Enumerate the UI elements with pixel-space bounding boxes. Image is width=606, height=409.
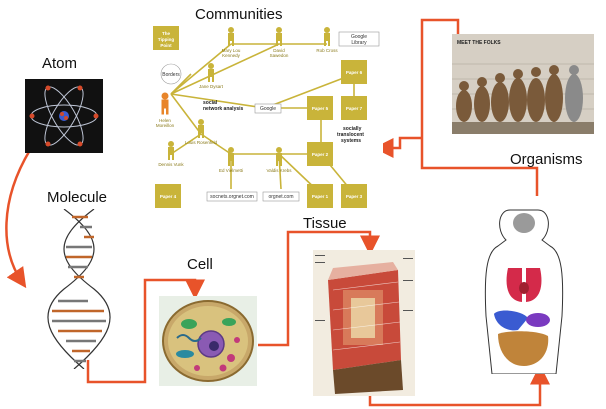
svg-text:Rob Cross: Rob Cross <box>316 48 338 53</box>
svg-text:Paper 4: Paper 4 <box>160 194 177 199</box>
svg-text:Paper 2: Paper 2 <box>312 152 329 157</box>
svg-text:Ed Vielmetti: Ed Vielmetti <box>219 168 243 173</box>
arrow-organisms-to-communities <box>420 18 539 196</box>
svg-text:systems: systems <box>341 138 361 144</box>
svg-text:socially: socially <box>343 126 362 132</box>
label-organisms: Organisms <box>510 151 583 168</box>
tissue-image <box>313 250 415 396</box>
label-communities: Communities <box>195 6 283 23</box>
svg-text:Kennedy: Kennedy <box>222 53 241 58</box>
svg-text:Valdis Krebs: Valdis Krebs <box>267 168 293 173</box>
label-atom: Atom <box>42 55 78 72</box>
organisms-caption: MEET THE FOLKS <box>457 40 501 46</box>
svg-text:Paper 5: Paper 5 <box>312 106 329 111</box>
svg-text:Moreillon: Moreillon <box>156 123 175 128</box>
svg-text:Mary Lou: Mary Lou <box>222 48 241 53</box>
svg-text:social: social <box>203 100 218 106</box>
svg-text:Borders: Borders <box>162 72 180 78</box>
svg-text:socnets.orgnet.com: socnets.orgnet.com <box>210 194 254 200</box>
human-body-organs-image <box>484 209 564 374</box>
svg-text:Library: Library <box>351 40 367 46</box>
label-molecule: Molecule <box>47 189 108 206</box>
arrow-cell-to-tissue <box>258 230 380 347</box>
svg-text:Google: Google <box>260 106 276 112</box>
svg-text:Paper 7: Paper 7 <box>346 106 363 111</box>
svg-text:Dennis Vunk: Dennis Vunk <box>158 162 184 167</box>
svg-text:translocent: translocent <box>337 132 364 138</box>
svg-text:orgnet.com: orgnet.com <box>268 194 293 200</box>
svg-text:network analysis: network analysis <box>203 106 244 112</box>
molecule-dna-image <box>47 209 111 369</box>
svg-text:Helen: Helen <box>159 118 171 123</box>
svg-text:Paper 1: Paper 1 <box>312 194 329 199</box>
communities-network-graph: The Tipping Point Paper 6 Paper 7 Paper … <box>151 24 383 212</box>
cell-image <box>159 296 257 386</box>
arrow-tissue-to-organisms <box>368 364 550 407</box>
label-cell: Cell <box>187 256 213 273</box>
arrow-atom-to-molecule <box>5 149 32 289</box>
svg-text:Sawedon: Sawedon <box>270 53 289 58</box>
svg-text:The: The <box>162 31 170 36</box>
svg-text:Jane Dysart: Jane Dysart <box>199 84 224 89</box>
arrow-molecule-to-cell <box>86 278 205 384</box>
organisms-photo: MEET THE FOLKS <box>452 34 594 134</box>
svg-text:Point: Point <box>160 43 172 48</box>
svg-text:Google: Google <box>351 34 367 40</box>
atom-image <box>25 79 103 153</box>
svg-text:David: David <box>273 48 285 53</box>
svg-text:Louis Rosenfeld: Louis Rosenfeld <box>185 140 218 145</box>
svg-text:Paper 3: Paper 3 <box>346 194 363 199</box>
svg-text:Tipping: Tipping <box>158 37 174 42</box>
label-tissue: Tissue <box>303 215 347 232</box>
svg-text:Paper 6: Paper 6 <box>346 70 363 75</box>
arrow-into-communities <box>373 136 422 158</box>
